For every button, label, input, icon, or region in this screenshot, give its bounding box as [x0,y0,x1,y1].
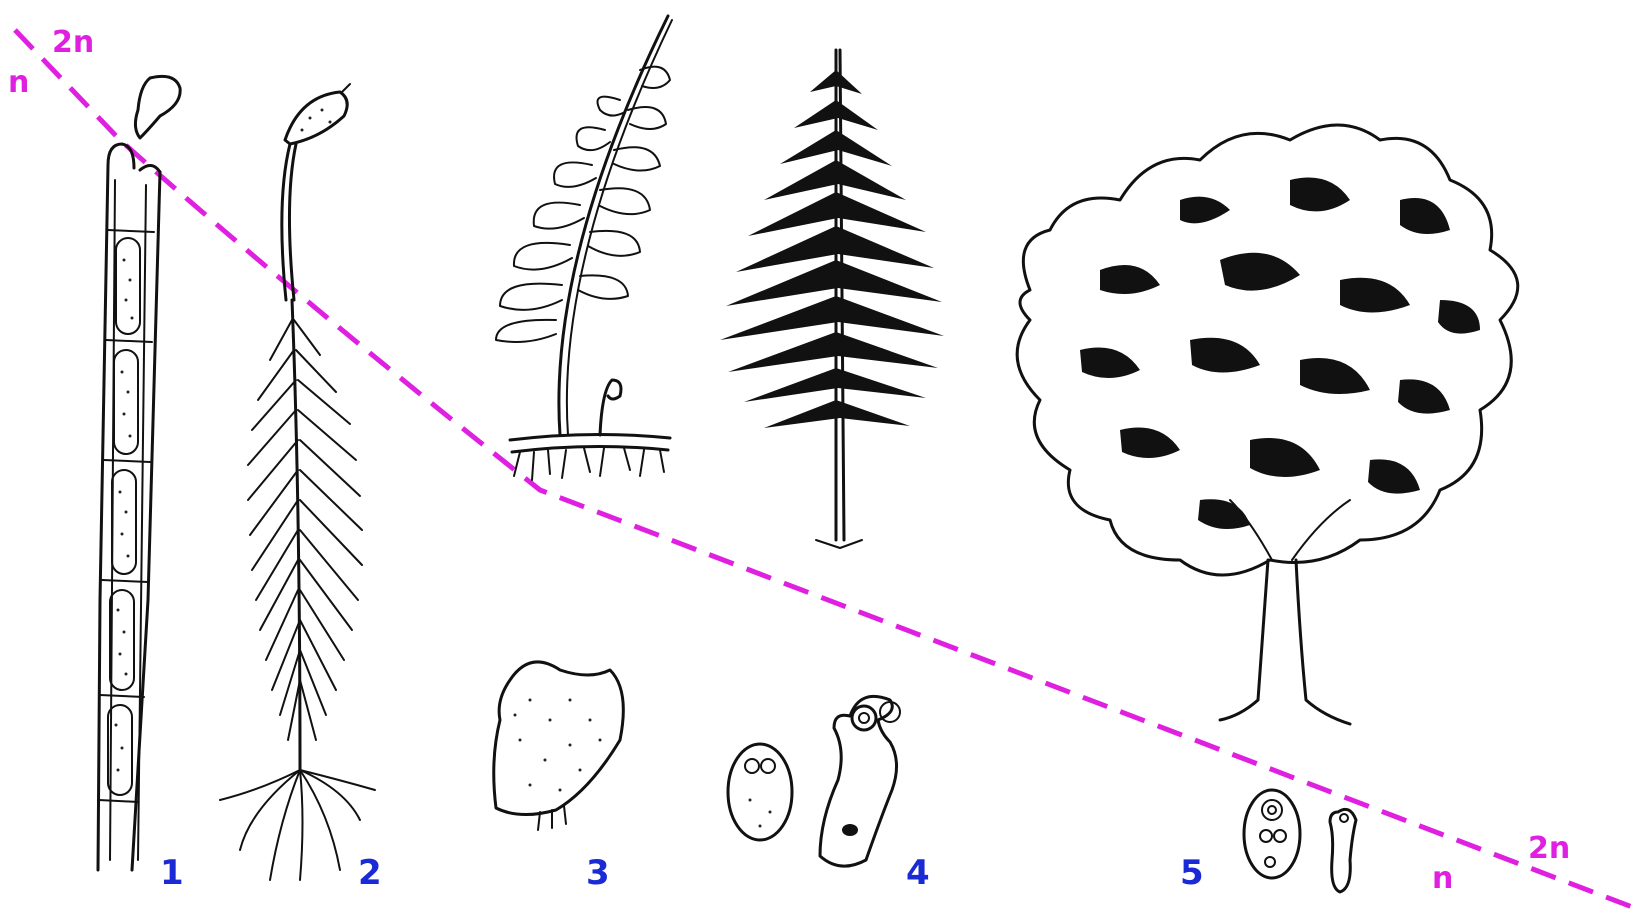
ploidy-label-n-bottom: n [1432,861,1453,896]
ploidy-label-n-top: n [8,65,29,100]
organism-number-2: 2 [358,853,382,893]
moss-plant-icon [220,84,375,880]
fern-icon [496,16,672,480]
organism-number-1: 1 [160,853,184,893]
organism-number-3: 3 [586,853,610,893]
conifer-tree-icon [720,50,944,548]
organism-number-5: 5 [1180,853,1204,893]
ploidy-label-2n-bottom: 2n [1528,831,1570,866]
fern-prothallus-icon [494,662,624,830]
broadleaf-tree-icon [1017,125,1518,724]
organism-number-4: 4 [906,853,930,893]
conifer-gametophyte-icon [728,696,900,866]
angiosperm-gametophyte-icon [1244,790,1356,892]
ploidy-label-2n-top: 2n [52,25,94,60]
green-alga-filament-icon [98,76,180,870]
